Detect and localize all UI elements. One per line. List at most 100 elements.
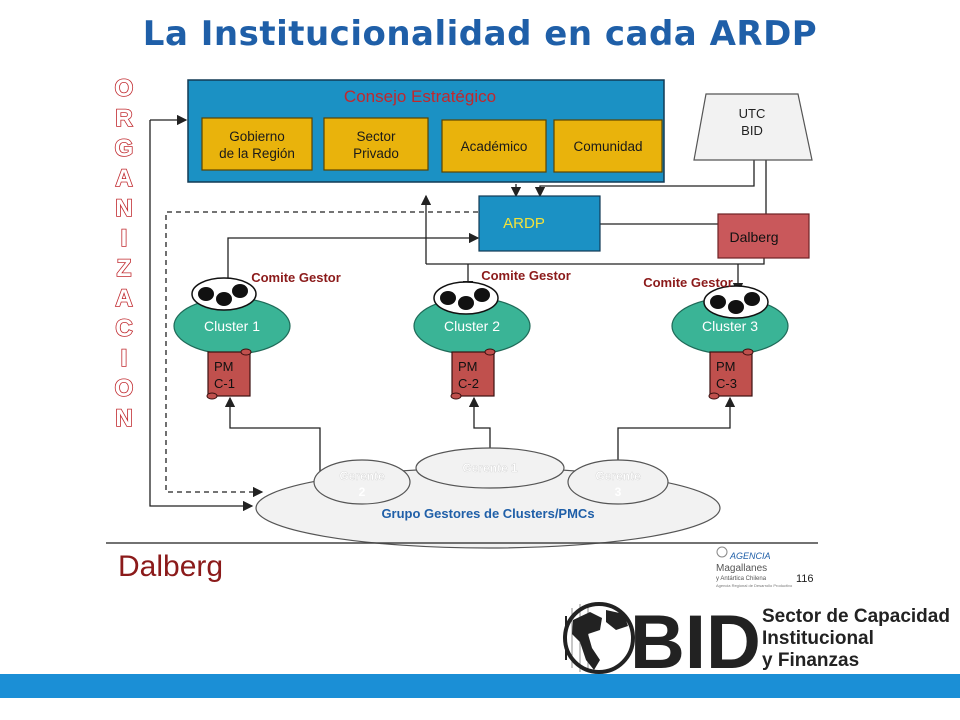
scroll-curl <box>708 392 720 400</box>
connector-gerente2-to-pm1 <box>224 396 321 474</box>
side-letter: N <box>115 195 132 222</box>
gerente-ellipse <box>567 459 669 505</box>
connector-org-to-grupo <box>149 120 254 512</box>
ardp-box <box>478 195 601 252</box>
scroll-curl <box>206 392 218 400</box>
cluster-label: Cluster 3 <box>702 318 758 334</box>
ardp-label: ARDP <box>503 215 545 232</box>
side-letter: N <box>115 405 132 432</box>
side-letter: A <box>115 285 132 312</box>
connector-cluster1-to-ardp <box>227 232 480 284</box>
dalberg-box <box>717 213 810 259</box>
slide-title: La Institucionalidad en cada ARDP <box>142 14 818 54</box>
pm-scroll <box>709 351 753 397</box>
bid-label: BID <box>741 123 763 138</box>
connector-gerente3-to-pm3 <box>617 396 736 474</box>
dalberg-node: Dalberg <box>717 213 810 259</box>
grupo-label: Grupo Gestores de Clusters/PMCs <box>381 506 594 521</box>
gerente-node: Gerente 1 <box>415 447 565 489</box>
cluster-label: Cluster 1 <box>204 318 260 334</box>
connector-gerente1-to-pm2 <box>468 396 491 452</box>
bid-line2: Institucional <box>762 628 874 649</box>
bid-logo: BID Sector de Capacidad Institucional y … <box>563 600 950 685</box>
comite-gestor-label: Comite Gestor <box>251 270 341 285</box>
pm-code: C-3 <box>716 376 737 391</box>
consejo-member-label: Académico <box>461 139 528 154</box>
bid-line1: Sector de Capacidad <box>762 606 950 627</box>
gerente-number: 2 <box>359 485 366 499</box>
agencia-name: AGENCIA <box>729 551 771 561</box>
bid-logo-text: BID <box>630 600 761 685</box>
utc-trapezoid <box>693 93 813 161</box>
member-dot <box>216 292 232 306</box>
pm-code: C-2 <box>458 376 479 391</box>
utc-bid-node: UTC BID <box>693 93 813 161</box>
consejo-member-box <box>441 119 547 173</box>
consejo-member-box <box>201 117 313 171</box>
gerente-label: Gerente 1 <box>462 461 518 475</box>
consejo-title: Consejo Estratégico <box>344 87 496 106</box>
scroll-curl <box>450 392 462 400</box>
consejo-member-box <box>323 117 429 171</box>
side-letter: G <box>115 135 134 162</box>
bottom-accent-bar <box>0 674 960 698</box>
comite-gestor-label: Comite Gestor <box>481 268 571 283</box>
pm-label: PM <box>716 359 736 374</box>
consejo-member-label: Comunidad <box>573 139 642 154</box>
connector-ardp-dashed <box>165 211 478 498</box>
utc-label: UTC <box>739 106 766 121</box>
pm-scroll <box>207 351 251 397</box>
member-dot <box>440 291 456 305</box>
dalberg-box-label: Dalberg <box>729 229 778 245</box>
side-letter: I <box>121 345 128 372</box>
agencia-logo: AGENCIA Magallanes y Antártica Chilena A… <box>716 546 793 588</box>
member-dot <box>728 300 744 314</box>
member-dot <box>458 296 474 310</box>
dalberg-logo: Dalberg <box>118 550 223 583</box>
pm-label: PM <box>214 359 234 374</box>
pm-label: PM <box>458 359 478 374</box>
connector-utc-to-ardp <box>534 160 755 198</box>
ardp-node: ARDP <box>478 195 601 252</box>
gerente-ellipse <box>313 459 411 505</box>
member-dot <box>232 284 248 298</box>
side-letter: C <box>115 315 132 342</box>
globe-icon <box>563 602 635 674</box>
side-letter: A <box>115 165 132 192</box>
member-dot <box>744 292 760 306</box>
consejo-member-box <box>553 119 663 173</box>
side-letter: Z <box>117 255 132 282</box>
pm-scroll <box>451 351 495 397</box>
agencia-line3: Agencia Regional de Desarrollo Productiv… <box>716 583 793 588</box>
member-dot <box>710 295 726 309</box>
side-letter: O <box>115 375 134 402</box>
pm-code: C-1 <box>214 376 235 391</box>
scroll-curl <box>240 348 252 356</box>
cluster-label: Cluster 2 <box>444 318 500 334</box>
side-letter: I <box>121 225 128 252</box>
page-number: 116 <box>796 573 814 585</box>
agencia-line2: y Antártica Chilena <box>716 576 767 582</box>
member-dot <box>198 287 214 301</box>
side-letter: O <box>115 75 134 102</box>
scroll-curl <box>484 348 496 356</box>
scroll-curl <box>742 348 754 356</box>
agencia-emblem <box>716 546 728 558</box>
comite-gestor-label: Comite Gestor <box>643 275 733 290</box>
agencia-line1: Magallanes <box>716 563 767 574</box>
side-letter: R <box>115 105 132 132</box>
bid-line3: y Finanzas <box>762 650 859 671</box>
gerente-number: 3 <box>615 485 622 499</box>
